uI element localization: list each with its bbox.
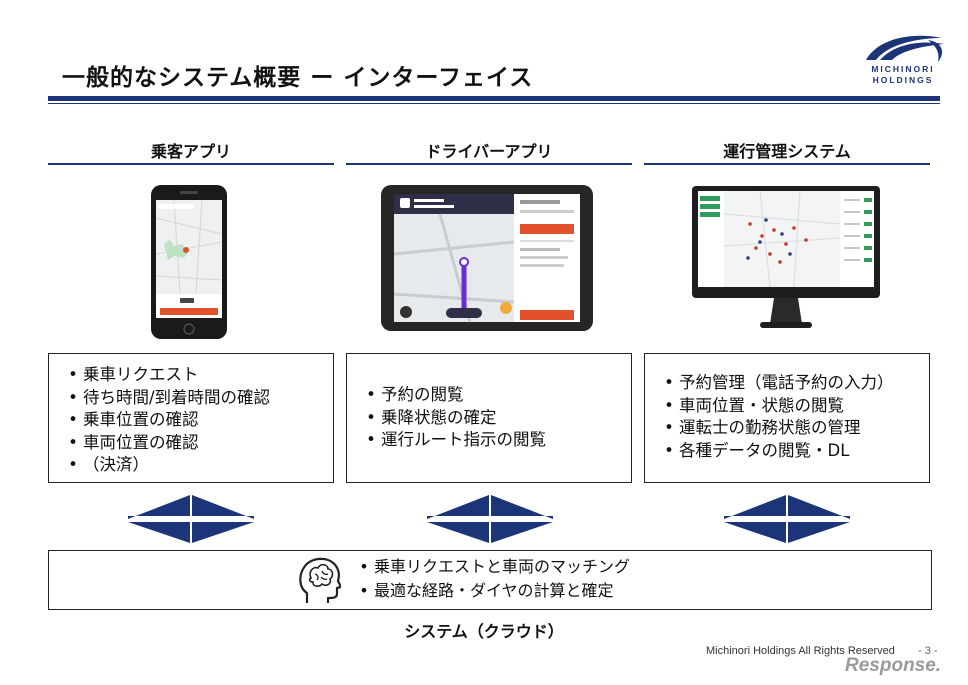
feature-item: 運行ルート指示の閲覧 [361, 429, 546, 452]
logo-text-line2: HOLDINGS [872, 75, 934, 85]
brain-head-icon [299, 557, 341, 603]
cloud-feature-item: 乗車リクエストと車両のマッチング [354, 555, 630, 579]
feature-item: 予約の閲覧 [361, 384, 546, 407]
column-heading-driver-app: ドライバーアプリ [425, 142, 553, 161]
column-rule [644, 163, 930, 165]
feature-item: 乗車リクエスト [63, 364, 270, 387]
title-underline-thin [48, 103, 940, 104]
feature-item: 待ち時間/到着時間の確認 [63, 387, 270, 410]
feature-item: 車両位置の確認 [63, 432, 270, 455]
smartphone-image [151, 185, 227, 339]
feature-box-operations-system: 予約管理（電話予約の入力） 車両位置・状態の閲覧 運転士の勤務状態の管理 各種デ… [644, 353, 930, 483]
watermark-logo: Response. [845, 655, 942, 676]
footer-copyright: Michinori Holdings All Rights Reserved [706, 645, 895, 657]
feature-item: 各種データの閲覧・DL [659, 440, 894, 463]
monitor-image [692, 186, 880, 328]
tablet-image [381, 185, 593, 331]
title-underline [48, 96, 940, 101]
column-rule [346, 163, 632, 165]
double-arrow-icon [724, 495, 850, 543]
feature-box-passenger-app: 乗車リクエスト 待ち時間/到着時間の確認 乗車位置の確認 車両位置の確認 （決済… [48, 353, 334, 483]
cloud-system-caption: システム（クラウド） [404, 622, 564, 641]
column-heading-passenger-app: 乗客アプリ [150, 142, 231, 161]
feature-box-driver-app: 予約の閲覧 乗降状態の確定 運行ルート指示の閲覧 [346, 353, 632, 483]
company-logo: MICHINORI HOLDINGS [858, 30, 948, 90]
logo-swoosh-icon [866, 35, 944, 62]
page-title: 一般的なシステム概要 ー インターフェイス [62, 65, 534, 91]
feature-item: 車両位置・状態の閲覧 [659, 395, 894, 418]
feature-item: 乗降状態の確定 [361, 407, 546, 430]
column-rule [48, 163, 334, 165]
cloud-system-box: 乗車リクエストと車両のマッチング 最適な経路・ダイヤの計算と確定 [48, 550, 932, 610]
feature-item: （決済） [63, 454, 270, 477]
feature-item: 予約管理（電話予約の入力） [659, 372, 894, 395]
footer-page-number: - 3 - [918, 645, 938, 657]
feature-item: 運転士の勤務状態の管理 [659, 417, 894, 440]
feature-item: 乗車位置の確認 [63, 409, 270, 432]
double-arrow-icon [128, 495, 254, 543]
column-heading-operations-system: 運行管理システム [723, 142, 851, 161]
cloud-feature-item: 最適な経路・ダイヤの計算と確定 [354, 579, 630, 603]
logo-text-line1: MICHINORI [871, 64, 935, 74]
double-arrow-icon [427, 495, 553, 543]
